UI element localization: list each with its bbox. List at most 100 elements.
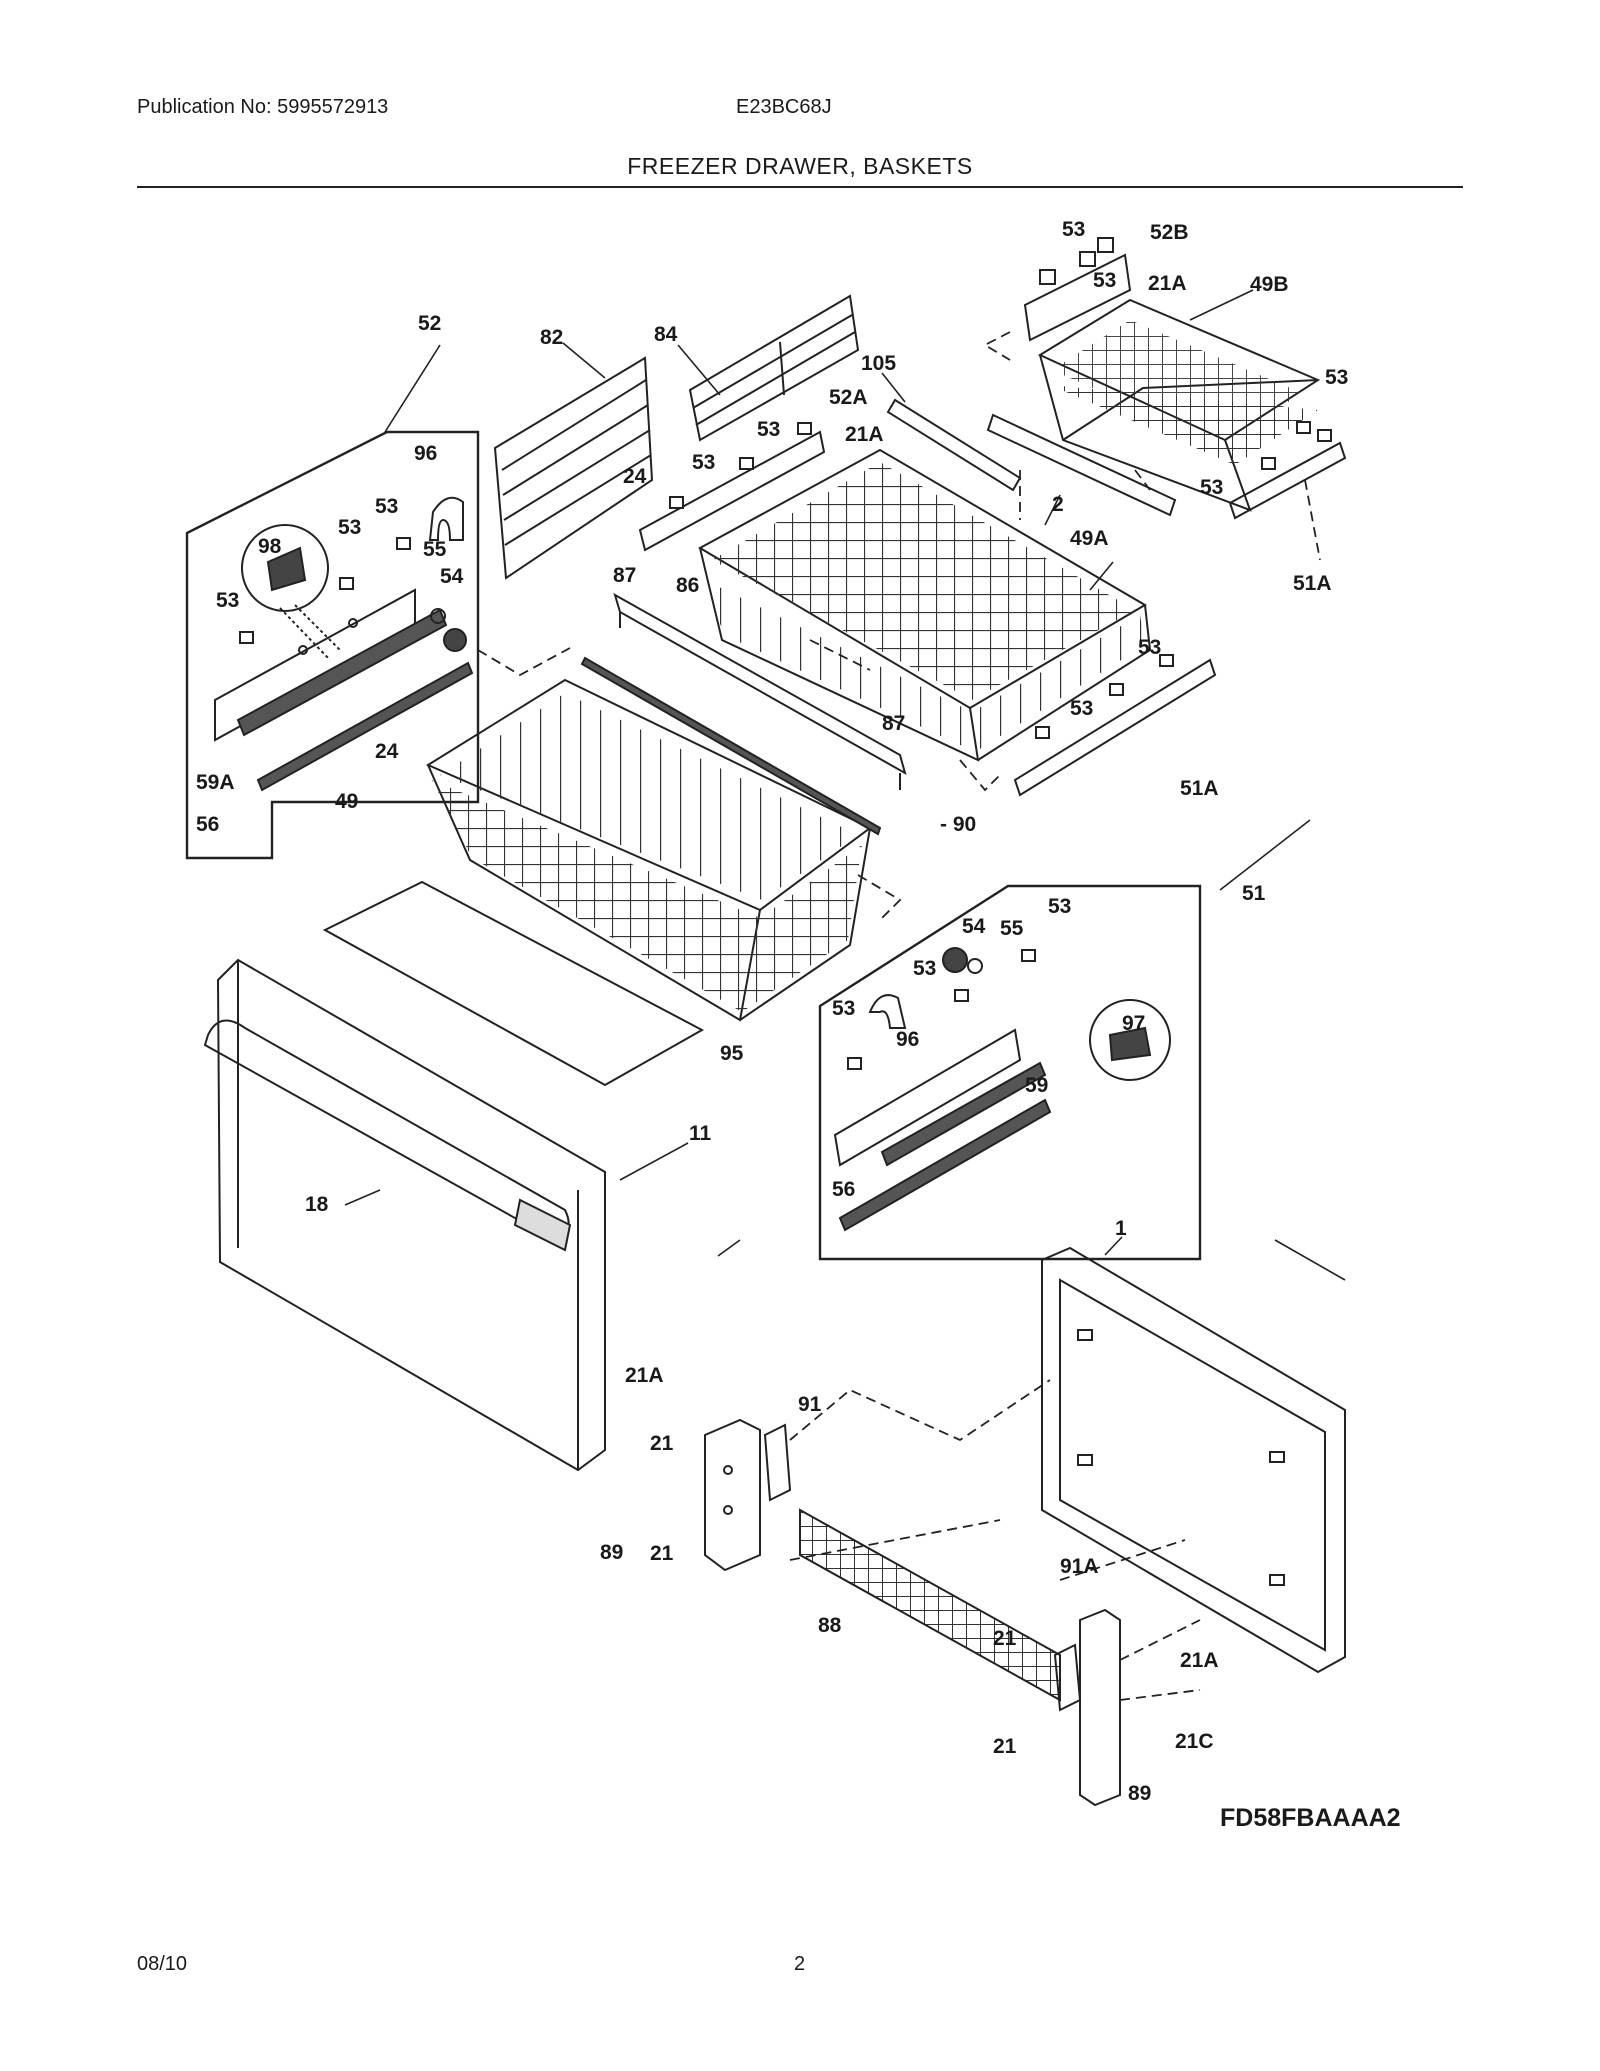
left-slide-rail	[214, 588, 474, 792]
callout-21-c: 21	[993, 1627, 1017, 1650]
callout-21a-left: 21A	[625, 1364, 664, 1387]
callout-53-7: 53	[1062, 218, 1085, 241]
callout-53-12: 53	[1048, 895, 1071, 918]
callout-53-10: 53	[1138, 636, 1161, 659]
callout-88: 88	[818, 1614, 842, 1637]
callout-87-b: 87	[882, 712, 905, 735]
callout-51: 51	[1242, 882, 1266, 905]
gear-54-left	[430, 608, 467, 652]
divider-84	[688, 294, 860, 442]
callout-98: 98	[258, 535, 282, 558]
bracket-89-left	[704, 1418, 761, 1572]
callout-52a: 52A	[829, 386, 868, 409]
rail-51a-mid	[1013, 654, 1217, 797]
callout-18: 18	[305, 1193, 329, 1216]
clip-parts-left	[239, 537, 411, 644]
callout-53-3: 53	[375, 495, 398, 518]
callout-97: 97	[1122, 1012, 1145, 1035]
basket-49b	[1037, 298, 1321, 512]
bracket-52b	[1023, 237, 1132, 342]
bracket-52a	[638, 422, 826, 552]
callout-82: 82	[540, 326, 563, 349]
frame-86	[613, 592, 907, 790]
callout-89-a: 89	[600, 1541, 623, 1564]
callout-54-b: 54	[962, 915, 986, 938]
guide-96-left	[428, 496, 464, 541]
callout-53-9: 53	[1200, 476, 1223, 499]
callout-53-14: 53	[832, 997, 855, 1020]
callout-53-5: 53	[216, 589, 239, 612]
publication-number: Publication No: 5995572913	[137, 96, 389, 118]
callout-56-b: 56	[832, 1178, 855, 1201]
callout-54-a: 54	[440, 565, 464, 588]
callout-53-6: 53	[1093, 269, 1116, 292]
callout-84: 84	[654, 323, 678, 346]
drawer-frame-1	[1041, 1246, 1346, 1674]
slide-assembly-left-frame	[185, 430, 480, 860]
callout-49a: 49A	[1070, 527, 1109, 550]
drawer-front-11	[216, 958, 606, 1472]
page-number: 2	[794, 1953, 806, 1975]
callout-49: 49	[335, 790, 358, 813]
callout-21a-right: 21A	[1180, 1649, 1219, 1672]
callout-91: 91	[798, 1393, 822, 1416]
right-slide-rail	[833, 947, 1171, 1232]
callout-53-4: 53	[338, 516, 361, 539]
callout-leader-lines	[344, 289, 1346, 1281]
callout-53-8: 53	[1325, 366, 1348, 389]
callout-21-d: 21	[993, 1735, 1017, 1758]
callout-1: 1	[1115, 1217, 1127, 1240]
callout-21a-top: 21A	[845, 423, 884, 446]
diagram-code: FD58FBAAAA2	[1220, 1804, 1401, 1832]
glass-shelf-95	[322, 880, 705, 1087]
page-title: FREEZER DRAWER, BASKETS	[627, 153, 973, 179]
slide-assembly-right-frame	[818, 884, 1202, 1261]
callout-51a-mid: 51A	[1180, 777, 1219, 800]
callout-55-b: 55	[1000, 917, 1024, 940]
callout-91a: 91A	[1060, 1555, 1099, 1578]
header-rule	[137, 186, 1463, 188]
callout-53-2: 53	[692, 451, 715, 474]
callout-52: 52	[418, 312, 441, 335]
handle-18	[203, 1019, 572, 1252]
callout-90: - 90	[940, 813, 976, 836]
callout-105: 105	[861, 352, 896, 375]
callout-86: 86	[676, 574, 699, 597]
divider-105	[886, 398, 1022, 492]
callout-21c: 21C	[1175, 1730, 1214, 1753]
callout-96-a: 96	[414, 442, 437, 465]
callout-51a-top: 51A	[1293, 572, 1332, 595]
divider-82	[493, 356, 654, 580]
bracket-91	[763, 1423, 792, 1502]
callout-87-a: 87	[613, 564, 636, 587]
rail-2	[986, 413, 1177, 517]
magnifier-detail-98	[241, 524, 341, 661]
callout-89-b: 89	[1128, 1782, 1151, 1805]
callout-56-a: 56	[196, 813, 219, 836]
model-number: E23BC68J	[736, 96, 832, 118]
assembly-leader-lines	[477, 331, 1321, 1701]
callout-59: 59	[1025, 1074, 1048, 1097]
footer-date: 08/10	[137, 1953, 188, 1975]
callout-53-11: 53	[1070, 697, 1093, 720]
basket-rail-88	[799, 1508, 1061, 1702]
callout-21-b: 21	[650, 1542, 674, 1565]
callout-11: 11	[689, 1122, 712, 1145]
callout-21-a: 21	[650, 1432, 674, 1455]
callout-52b: 52B	[1150, 221, 1189, 244]
callout-53-13: 53	[913, 957, 936, 980]
callout-55-a: 55	[423, 538, 447, 561]
bracket-89-right	[1053, 1608, 1121, 1807]
basket-49	[425, 678, 872, 1022]
callout-21a-top-right: 21A	[1148, 272, 1187, 295]
callout-49b: 49B	[1250, 273, 1289, 296]
callout-96-b: 96	[896, 1028, 919, 1051]
callout-24-a: 24	[623, 465, 647, 488]
callout-24-b: 24	[375, 740, 399, 763]
bar-90	[580, 656, 882, 836]
rail-51a-top	[1228, 421, 1347, 520]
basket-49a	[697, 448, 1152, 762]
callout-59a: 59A	[196, 771, 235, 794]
callout-2: 2	[1052, 493, 1064, 516]
